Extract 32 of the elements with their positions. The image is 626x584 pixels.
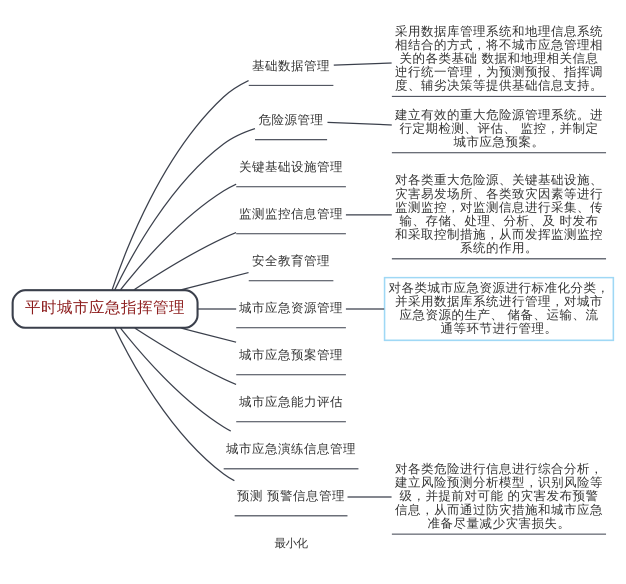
connector (120, 183, 236, 290)
node-text: 对各类重大危险源、关键基础设施、灾害易发场所、各类致灾因素等进行监测监控，对监测信息进行采集、传输、存储、处理、分析、及 时发布和采取控制措施，从而发挥监测监控系统的作用。 (394, 172, 603, 255)
connector (134, 326, 236, 384)
connector (180, 326, 236, 342)
connector (114, 128, 256, 290)
connector (327, 121, 392, 126)
node-text: 建立有效的重大危险源管理系统。进行定期检测、评估、 监控，并制定城市应急预案。 (394, 106, 603, 149)
node-text: 城市应急资源管理 (239, 300, 344, 315)
node-text: 对各类危险进行信息进行综合分析，建立风险预测分析模型，识别风险等级，并提前对可能 的灾害发布预警信息，从而通过防灾措施和城市应急准备尽量减少灾害损失。 (394, 460, 603, 530)
node-text: 关键基础设施管理 (239, 158, 344, 174)
node-text: 监测监控信息管理 (239, 206, 344, 221)
node-text: 采用数据库管理系统和地理信息系统相结合的方式，将不城市应急管理相关的各类基础 数据和地理相关信息迚行统一管理，为预测预报、指挥调度、辅劣决策等提供基础信息支持。 (394, 22, 603, 92)
node-text: 预测 预警信息管理 (237, 488, 346, 503)
connector (346, 214, 392, 216)
connector (112, 80, 249, 290)
connector (120, 327, 232, 432)
connector (198, 308, 236, 310)
connector (133, 231, 236, 290)
node-text: 城市应急能力评估 (239, 394, 344, 409)
node-box: 平时城市应急指挥管理 (12, 288, 199, 328)
node-text: 城市应急演练信息管理 (226, 440, 356, 456)
connector (180, 271, 249, 290)
connector (114, 327, 235, 481)
node-box: 对各类城市应急资源进行标准化分类，并采用数据库系统进行管理，对城市应急资源的生产、 储备、运输、流通等环节进行管理。 (384, 276, 614, 341)
node-text: 城市应急预案管理 (239, 346, 344, 362)
node-text: 安全教育管理 (252, 252, 330, 268)
label: 最小化 (274, 535, 308, 550)
connector (346, 308, 384, 310)
connector (348, 496, 392, 498)
node-text: 危险源管理 (258, 112, 324, 127)
connector (334, 62, 392, 66)
node-text: 基础数据管理 (252, 57, 330, 72)
